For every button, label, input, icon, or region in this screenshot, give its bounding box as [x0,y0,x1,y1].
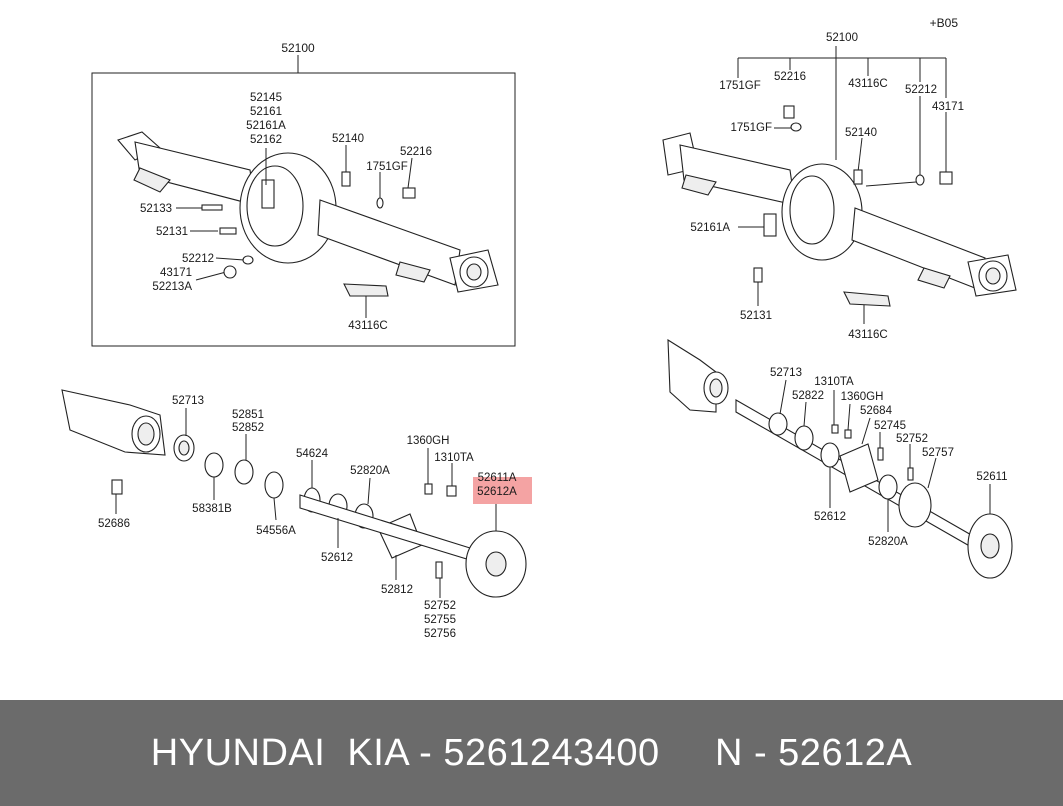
axle-housing-drawing [117,131,499,293]
sealant-tube-43116C [343,283,389,297]
label-52611A: 52611A [478,472,517,484]
label-52713: 52713 [172,395,204,407]
label-1360GH-right: 1360GH [841,391,884,403]
label-1310TA: 1310TA [434,452,474,464]
label-1751GF: 1751GF [366,161,408,173]
label-52757: 52757 [922,447,954,459]
axle-housing-assembly-right: +B05 52100 [662,16,1017,341]
label-52213A: 52213A [152,281,192,293]
label-52212-right: 52212 [905,84,937,96]
label-52162: 52162 [250,134,282,146]
label-52756: 52756 [424,628,456,640]
label-code-B05: +B05 [930,16,959,30]
ring-54556A [264,471,284,499]
label-1751GF-b: 1751GF [730,122,772,134]
label-52131: 52131 [156,226,188,238]
highlight-52612A [473,477,532,504]
label-52755: 52755 [424,614,456,626]
bolt-52686 [111,479,123,495]
label-52612-right: 52612 [814,511,846,523]
label-52851: 52851 [232,409,264,421]
shaft [299,494,471,561]
ring-58381B [204,452,224,478]
axle-housing-drawing-right [662,132,1017,297]
label-43116C-a: 43116C [848,78,887,90]
breather-52140 [341,171,351,187]
part-number-text: HYUNDAI KIA - 5261243400 N - 52612A [150,731,913,774]
washer-52212 [242,255,254,265]
label-52100: 52100 [281,41,315,55]
label-52812: 52812 [381,584,413,596]
part-number-footer: HYUNDAI KIA - 5261243400 N - 52612A [0,700,1063,806]
label-52686: 52686 [98,518,130,530]
nut-1310TA [446,485,457,497]
label-52161: 52161 [250,106,282,118]
label-52745: 52745 [874,420,906,432]
label-43116C: 43116C [348,320,387,332]
axle-housing-assembly-left: 52100 [91,41,516,347]
label-58381B: 58381B [192,503,232,515]
label-52212: 52212 [182,253,214,265]
label-52216-right: 52216 [774,71,806,83]
label-1310TA-right: 1310TA [814,376,854,388]
bolt-52131 [219,227,237,235]
label-52100-right: 52100 [826,32,858,44]
label-43171-right: 43171 [932,101,964,113]
label-52216: 52216 [400,146,432,158]
assembly-box [91,72,516,347]
axle-shaft-exploded-left: 52713 52851 52852 58381B 52686 54624 545… [61,389,532,640]
label-52752: 52752 [424,600,456,612]
label-52713-right: 52713 [770,367,802,379]
label-52820A-right: 52820A [868,536,908,548]
label-52161A-right: 52161A [690,222,730,234]
label-43171: 43171 [160,267,192,279]
label-54624: 54624 [296,448,329,460]
label-52612: 52612 [321,552,353,564]
label-52852: 52852 [232,422,264,434]
nut-1360GH [424,483,433,495]
label-52161A: 52161A [246,120,286,132]
label-52822: 52822 [792,390,824,402]
label-52611: 52611 [976,471,1007,483]
label-54556A: 54556A [256,525,296,537]
label-52612A: 52612A [477,486,517,498]
label-52140: 52140 [332,133,364,145]
label-52684: 52684 [860,405,893,417]
axle-shaft-exploded-right: 52713 1310TA 52822 1360GH 52684 52745 52… [667,338,1013,579]
gasket-1751GF [376,197,384,209]
label-1360GH: 1360GH [407,435,450,447]
label-43116C-b: 43116C [848,329,887,341]
bolt-52752 [435,561,443,579]
label-52145: 52145 [250,92,282,104]
plug-52216 [402,187,416,199]
bolt-52133 [201,204,223,211]
label-52820A: 52820A [350,465,390,477]
label-1751GF-a: 1751GF [719,80,761,92]
label-52131-right: 52131 [740,310,772,322]
plug-43171 [223,265,237,279]
parts-diagram: 52100 [61,16,1017,640]
label-52133: 52133 [140,203,172,215]
label-52140-right: 52140 [845,127,877,139]
label-52752-right: 52752 [896,433,928,445]
bearing-52851 [234,459,254,485]
